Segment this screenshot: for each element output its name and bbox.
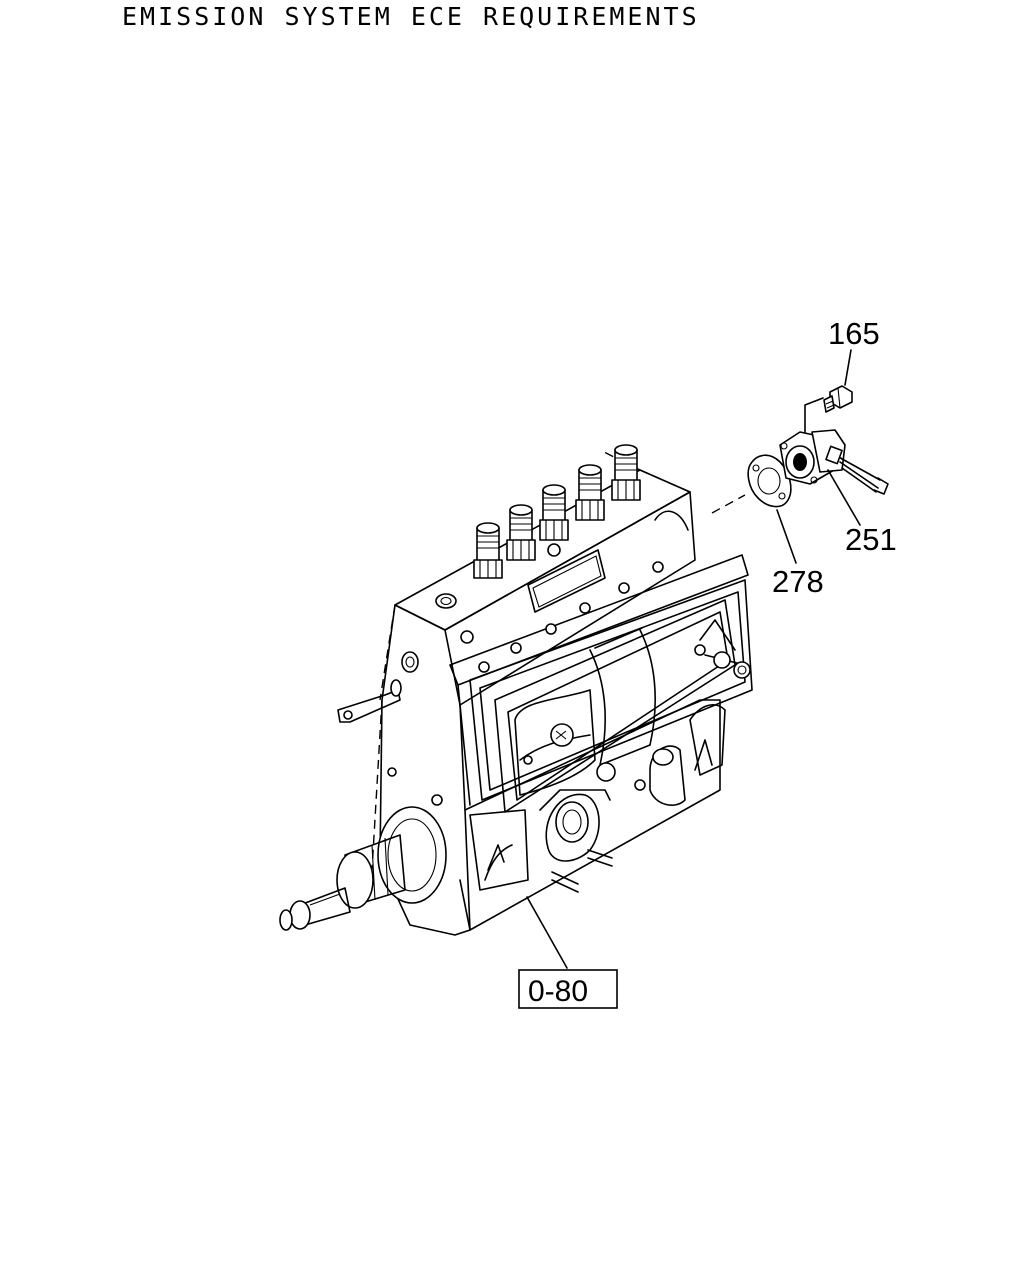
camshaft-drive-end <box>279 806 447 931</box>
gasket-278 <box>747 454 792 508</box>
reference-box-label: 0-80 <box>528 975 588 1008</box>
page-title: EMISSION SYSTEM ECE REQUIREMENTS <box>122 2 700 31</box>
reference-box: 0-80 <box>518 969 618 1009</box>
sensor-251 <box>779 429 889 495</box>
bolt-165 <box>823 385 853 413</box>
delivery-valve-holders <box>473 444 641 579</box>
injection-pump-assembly <box>337 449 753 936</box>
callout-251: 251 <box>845 522 897 557</box>
callout-165: 165 <box>828 316 880 351</box>
leader-lines <box>526 349 861 969</box>
callout-278: 278 <box>772 564 824 599</box>
